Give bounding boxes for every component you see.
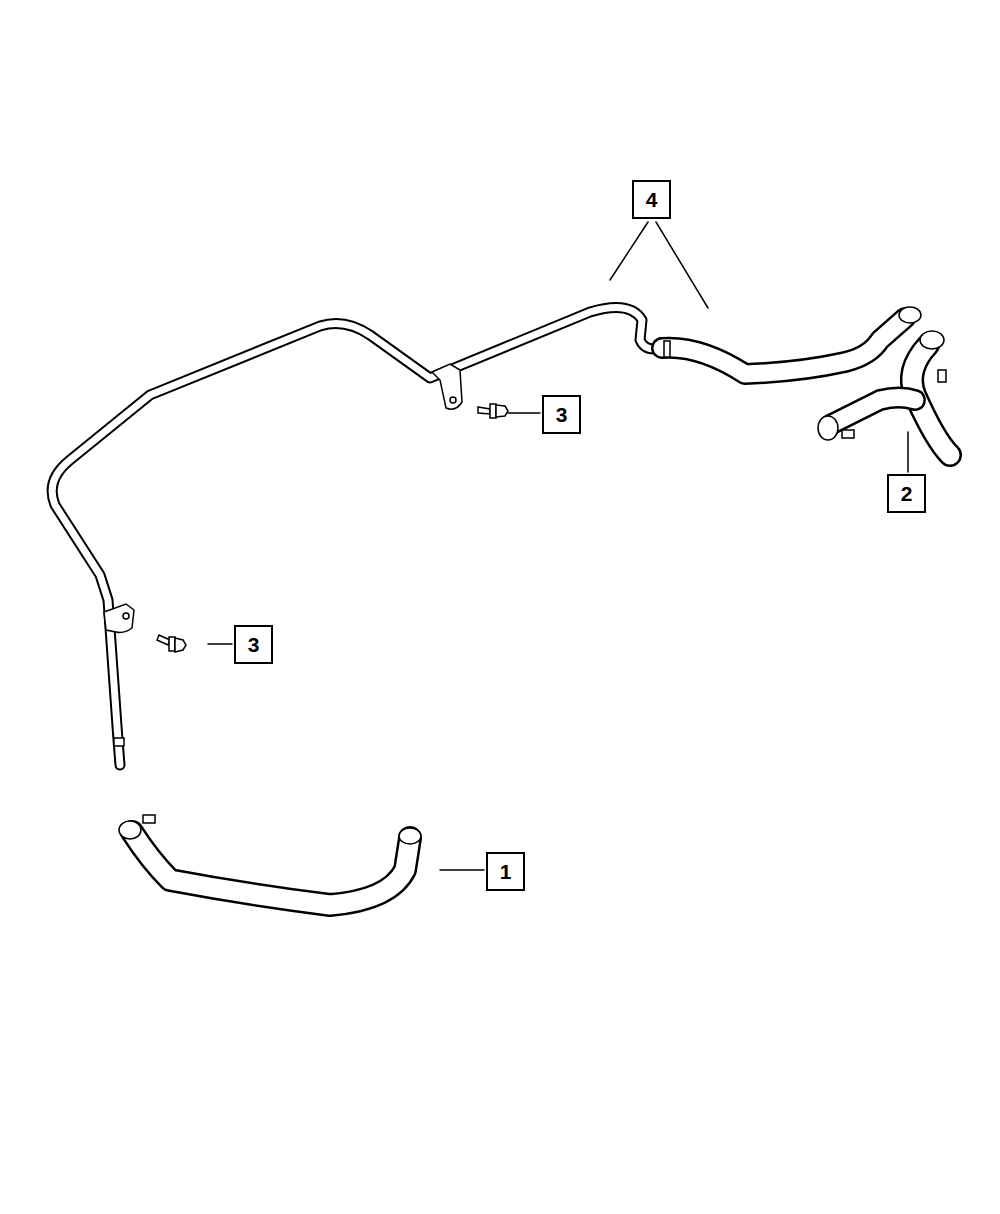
- callout-number: 3: [556, 404, 568, 425]
- hose-clamp: [143, 815, 155, 823]
- hose: [662, 318, 905, 374]
- callout-number: 2: [901, 483, 913, 504]
- tube-flare: [114, 738, 124, 746]
- bolt-shank: [478, 407, 490, 414]
- leader-line: [907, 432, 909, 472]
- bolt-shank: [157, 635, 170, 645]
- callout-box: 3: [542, 395, 581, 434]
- hose-inner: [132, 832, 410, 905]
- hose: [830, 398, 915, 426]
- hose-inner: [662, 318, 905, 374]
- callout-number: 1: [500, 861, 512, 882]
- leader-line: [656, 222, 708, 308]
- bracket-hole: [450, 397, 456, 403]
- leader-line: [208, 643, 232, 645]
- callout-box: 2: [887, 474, 926, 513]
- callout-number: 3: [248, 634, 260, 655]
- hose-clamp: [664, 341, 670, 357]
- hose-end: [399, 828, 421, 844]
- hose-end: [119, 821, 141, 839]
- mounting-bracket: [432, 364, 462, 409]
- bolt-flange: [490, 404, 496, 418]
- hose-end: [818, 416, 838, 440]
- bolt-head: [175, 638, 186, 652]
- hose-clamp: [938, 370, 946, 382]
- mounting-bracket: [104, 604, 134, 633]
- tube: [52, 308, 662, 766]
- callout-box: 4: [632, 180, 671, 219]
- bolt-head: [496, 405, 508, 417]
- callout-box: 1: [486, 852, 525, 891]
- hose-end: [899, 307, 921, 323]
- hose-inner: [830, 398, 915, 426]
- leader-line: [508, 412, 540, 414]
- hose: [132, 832, 410, 905]
- leader-line: [610, 222, 648, 280]
- bracket-hole: [123, 613, 129, 619]
- callout-number: 4: [646, 189, 658, 210]
- hose-end: [920, 331, 944, 349]
- tube-inner: [52, 308, 662, 766]
- bolt-flange: [169, 637, 175, 651]
- callout-box: 3: [234, 625, 273, 664]
- leader-line: [440, 869, 484, 871]
- hose-clamp: [842, 430, 854, 438]
